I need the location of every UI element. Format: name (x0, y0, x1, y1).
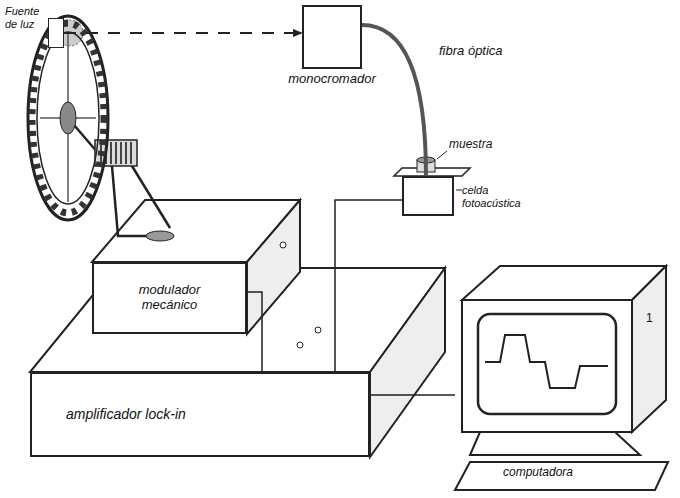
modulator-box: modulador mecánico (92, 262, 247, 334)
jack (280, 242, 286, 248)
part-label: muestra (449, 138, 492, 152)
callout-number: 1 (646, 312, 653, 326)
node-label: monocromador (288, 72, 375, 87)
monitor-screen (478, 314, 616, 414)
computer: computadora (455, 262, 669, 494)
signal-cable (335, 200, 402, 372)
chopper-rim (28, 16, 108, 220)
leader-line (437, 151, 447, 159)
light-source-box: Fuente de luz (48, 18, 64, 48)
node-label: Fuente de luz (5, 5, 45, 30)
lockin-box: amplificador lock-in (30, 372, 370, 457)
jack (297, 342, 303, 348)
chopper-inner-rim (37, 32, 99, 204)
stand-foot (146, 231, 174, 241)
monochromator-box: monocromador (302, 5, 362, 69)
chopper-hub (60, 102, 76, 134)
monitor-front (462, 300, 632, 432)
chopper-slots (32, 23, 104, 213)
leader-line (456, 190, 462, 191)
chopper-stand (132, 166, 170, 228)
signal-cable (370, 394, 455, 396)
node-label: amplificador lock-in (66, 406, 186, 422)
jack (315, 327, 321, 333)
keyboard (455, 462, 668, 490)
signal-cable (247, 292, 262, 372)
lockin-side-face (370, 268, 445, 457)
monitor-top (462, 266, 666, 300)
light-beam (64, 32, 302, 34)
edge-label: fibra óptica (437, 44, 505, 59)
node-label: celda fotoacústica (462, 184, 544, 209)
photoacoustic-cell: celda fotoacústica (402, 176, 454, 216)
optical-fiber (362, 25, 426, 176)
modulator-side-face (247, 200, 300, 334)
monitor-side (632, 266, 666, 432)
node-label: computadora (503, 466, 573, 480)
node-label: modulador mecánico (122, 283, 218, 313)
spectrum-trace (485, 335, 608, 388)
monitor-base (470, 432, 640, 455)
